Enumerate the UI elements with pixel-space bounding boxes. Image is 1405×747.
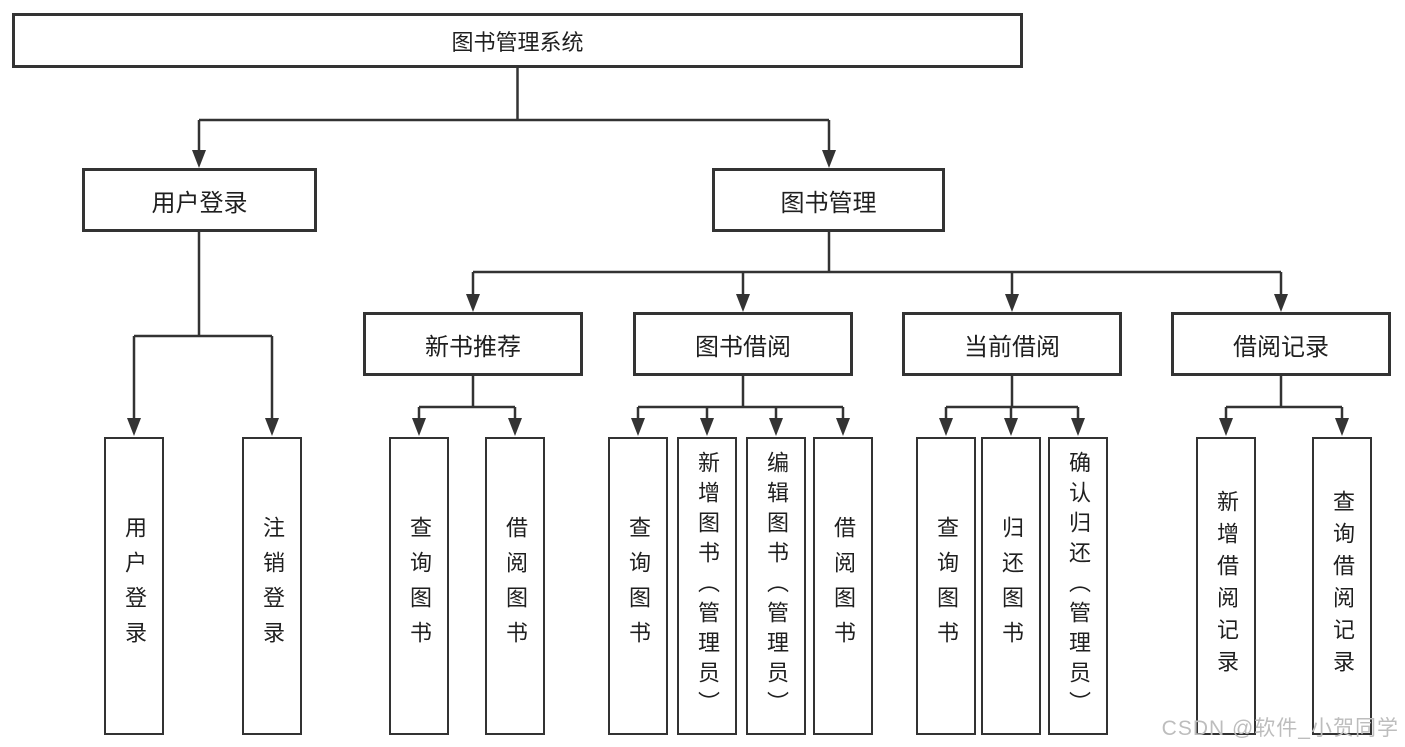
node-user-login-label: 用户登录 (151, 189, 248, 217)
leaf-confirm-return-admin-label: 确认归还（管理员） (1066, 451, 1091, 721)
leaf-add-borrow-record: 新增借阅记录 (1196, 437, 1256, 735)
leaf-query-books-2: 查询图书 (608, 437, 668, 735)
leaf-borrow-books-1-label: 借阅图书 (503, 516, 528, 656)
leaf-user-login: 用户登录 (104, 437, 164, 735)
node-root-label: 图书管理系统 (451, 29, 584, 55)
leaf-add-books-admin-label: 新增图书（管理员） (695, 451, 720, 721)
connector-currentborrow-to-leaves (939, 376, 1085, 436)
connector-root-to-level2 (192, 68, 836, 168)
leaf-query-books-1: 查询图书 (389, 437, 449, 735)
leaf-logout: 注销登录 (242, 437, 302, 735)
connector-userlogin-to-leaves (127, 232, 279, 436)
leaf-borrow-books-2-label: 借阅图书 (831, 516, 856, 656)
connector-newbook-to-leaves (412, 376, 522, 436)
leaf-query-books-1-label: 查询图书 (407, 516, 432, 656)
node-current-borrow-label: 当前借阅 (964, 333, 1060, 361)
node-current-borrow: 当前借阅 (902, 312, 1122, 376)
leaf-edit-books-admin: 编辑图书（管理员） (746, 437, 806, 735)
leaf-confirm-return-admin: 确认归还（管理员） (1048, 437, 1108, 735)
node-root-book-management-system: 图书管理系统 (12, 13, 1023, 68)
node-book-management-label: 图书管理 (780, 189, 877, 217)
leaf-edit-books-admin-label: 编辑图书（管理员） (764, 451, 789, 721)
node-book-borrow-label: 图书借阅 (695, 333, 791, 361)
node-new-book-recommend: 新书推荐 (363, 312, 583, 376)
leaf-return-books-label: 归还图书 (999, 516, 1024, 656)
leaf-query-books-2-label: 查询图书 (626, 516, 651, 656)
leaf-add-borrow-record-label: 新增借阅记录 (1214, 490, 1239, 682)
leaf-borrow-books-1: 借阅图书 (485, 437, 545, 735)
leaf-query-books-3: 查询图书 (916, 437, 976, 735)
node-borrow-records: 借阅记录 (1171, 312, 1391, 376)
csdn-watermark: CSDN @软件_小贺同学 (1161, 717, 1399, 740)
leaf-user-login-label: 用户登录 (122, 516, 147, 656)
leaf-query-books-3-label: 查询图书 (934, 516, 959, 656)
node-book-management: 图书管理 (712, 168, 945, 232)
connector-bookmgmt-to-level3 (466, 232, 1288, 312)
leaf-logout-label: 注销登录 (260, 516, 285, 656)
node-borrow-records-label: 借阅记录 (1233, 333, 1329, 361)
node-book-borrow: 图书借阅 (633, 312, 853, 376)
leaf-return-books: 归还图书 (981, 437, 1041, 735)
leaf-borrow-books-2: 借阅图书 (813, 437, 873, 735)
node-new-book-recommend-label: 新书推荐 (425, 333, 521, 361)
leaf-query-borrow-record-label: 查询借阅记录 (1330, 490, 1355, 682)
connector-bookborrow-to-leaves (631, 376, 850, 436)
leaf-query-borrow-record: 查询借阅记录 (1312, 437, 1372, 735)
leaf-add-books-admin: 新增图书（管理员） (677, 437, 737, 735)
connector-records-to-leaves (1219, 376, 1349, 436)
node-user-login: 用户登录 (82, 168, 317, 232)
